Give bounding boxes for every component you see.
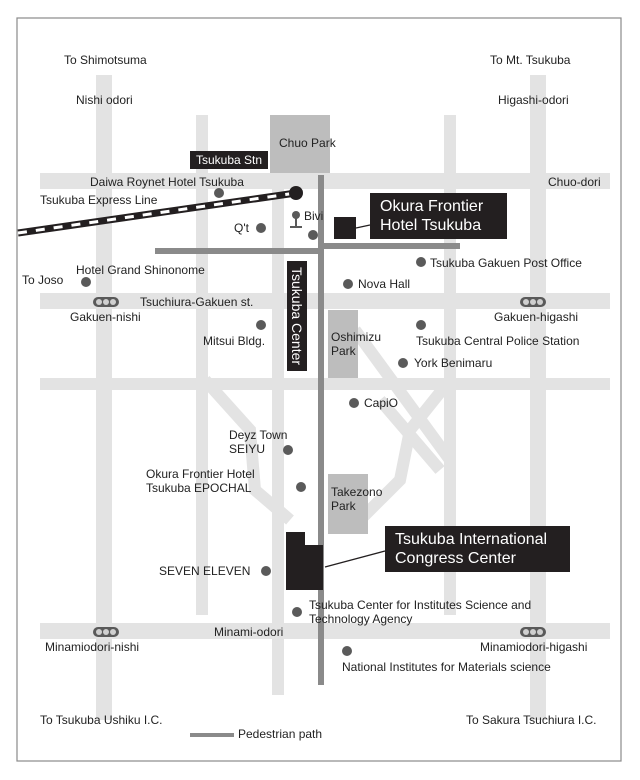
police-dot — [416, 320, 426, 330]
signal-icon-gakuen-higashi — [520, 297, 546, 307]
to-shimotsuma-label: To Shimotsuma — [64, 53, 147, 67]
to-ushiku-label: To Tsukuba Ushiku I.C. — [40, 713, 163, 727]
congress-center-label: Tsukuba International Congress Center — [385, 526, 570, 572]
oshimizu-park-label: Oshimizu Park — [331, 330, 382, 358]
east-inner-road — [444, 115, 456, 615]
to-mt-tsukuba-label: To Mt. Tsukuba — [490, 53, 571, 67]
nova-dot — [343, 279, 353, 289]
bivi-label: Bivi — [304, 209, 324, 223]
diag-east-b — [375, 396, 445, 474]
oshimizu-park-area — [328, 310, 358, 378]
mitsui-dot — [256, 320, 266, 330]
seiyu-dot — [283, 445, 293, 455]
congress-callout-line — [324, 550, 386, 568]
landmark-dots — [81, 188, 426, 656]
to-joso-label: To Joso — [22, 273, 64, 287]
okura-hotel-building — [334, 217, 356, 239]
gakuen-higashi-label: Gakuen-higashi — [494, 310, 579, 324]
minami-odori-road — [40, 623, 610, 639]
shinonome-dot — [81, 277, 91, 287]
chuo-dori-road — [40, 173, 610, 189]
chuo-park-area — [270, 115, 330, 173]
post-dot — [416, 257, 426, 267]
okura-hotel-label: Okura Frontier Hotel Tsukuba — [370, 193, 507, 239]
daiwa-dot — [214, 188, 224, 198]
institutes-dot — [292, 607, 302, 617]
seven-eleven-label: SEVEN ELEVEN — [159, 564, 251, 578]
nova-hall-label: Nova Hall — [358, 277, 411, 291]
west-inner-road — [196, 115, 208, 615]
pedestrian-west-branch — [155, 248, 320, 254]
pedestrian-paths — [155, 175, 460, 685]
nishi-odori-road — [96, 75, 112, 720]
congress-center-building — [286, 532, 323, 590]
express-line-label: Tsukuba Express Line — [40, 193, 158, 207]
signal-icon-minamiodori-higashi — [520, 627, 546, 637]
nishi-odori-label: Nishi odori — [76, 93, 133, 107]
higashi-odori-label: Higashi-odori — [498, 93, 569, 107]
minamiodori-higashi-label: Minamiodori-higashi — [480, 640, 588, 654]
seiyu-label: Deyz Town SEIYU — [229, 428, 288, 456]
tsuchiura-gakuen-road — [40, 293, 610, 309]
capio-label: CapiO — [364, 396, 399, 410]
bivi-dot — [308, 230, 318, 240]
diagonal-roads — [200, 326, 455, 525]
roads — [40, 75, 610, 720]
post-office-label: Tsukuba Gakuen Post Office — [430, 256, 582, 270]
mid-horizontal-road — [40, 378, 610, 390]
nims-label: National Institutes for Materials scienc… — [342, 660, 551, 674]
daiwa-label: Daiwa Roynet Hotel Tsukuba — [90, 175, 244, 189]
institutes-label: Tsukuba Center for Institutes Science an… — [309, 598, 532, 626]
pedestrian-main-spine — [318, 175, 324, 685]
tsukuba-center-label: Tsukuba Center — [287, 261, 307, 372]
police-label: Tsukuba Central Police Station — [416, 334, 580, 348]
to-sakura-label: To Sakura Tsuchiura I.C. — [466, 713, 597, 727]
york-dot — [398, 358, 408, 368]
epochal-label: Okura Frontier Hotel Tsukuba EPOCHAL — [146, 467, 255, 495]
pedestrian-path-legend: Pedestrian path — [238, 727, 323, 741]
gakuen-nishi-label: Gakuen-nishi — [70, 310, 141, 324]
takezono-park-label: Takezono Park — [331, 485, 383, 513]
minamiodori-nishi-label: Minamiodori-nishi — [45, 640, 140, 654]
diag-east-a — [350, 326, 455, 464]
shinonome-label: Hotel Grand Shinonome — [76, 263, 205, 277]
west-curve-road — [200, 375, 294, 525]
chuo-park-label: Chuo Park — [279, 136, 336, 150]
chuo-dori-label: Chuo-dori — [548, 175, 601, 189]
bus-stop-icon — [290, 211, 302, 228]
okura-callout-line — [355, 224, 371, 229]
seven-dot — [261, 566, 271, 576]
east-curve-road — [355, 376, 455, 525]
parks — [270, 115, 368, 534]
signal-icon-gakuen-nishi — [93, 297, 119, 307]
mitsui-label: Mitsui Bldg. — [203, 334, 266, 348]
tsukuba-station-label: Tsukuba Stn — [190, 151, 269, 169]
tsuchiura-gakuen-label: Tsuchiura-Gakuen st. — [140, 295, 254, 309]
qt-label: Q't — [234, 221, 249, 235]
signal-icon-minamiodori-nishi — [93, 627, 119, 637]
capio-dot — [349, 398, 359, 408]
station-marker — [289, 186, 303, 200]
pedestrian-path-swatch — [190, 733, 234, 737]
epochal-dot — [296, 482, 306, 492]
minami-odori-label: Minami-odori — [214, 625, 284, 639]
qt-dot — [256, 223, 266, 233]
york-label: York Benimaru — [414, 356, 493, 370]
center-west-road — [272, 115, 284, 695]
nims-dot — [342, 646, 352, 656]
express-line-rail — [17, 189, 297, 237]
takezono-park-area — [328, 474, 368, 534]
pedestrian-east-branch — [320, 243, 460, 249]
